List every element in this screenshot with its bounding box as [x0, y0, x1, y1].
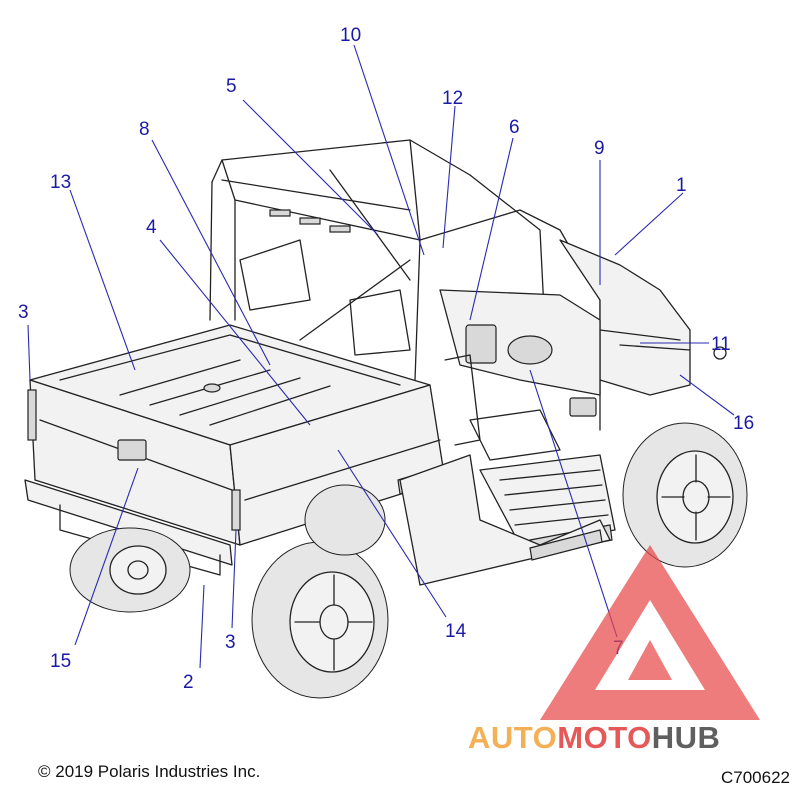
callout-16: 16	[733, 413, 754, 434]
callout-3-bottom: 3	[225, 632, 236, 653]
leader-lines	[27, 44, 735, 669]
callout-11: 11	[711, 334, 731, 355]
callout-15: 15	[50, 651, 71, 672]
callout-4: 4	[146, 217, 157, 238]
callout-5: 5	[226, 76, 237, 97]
watermark-hub: HUB	[652, 720, 721, 755]
callout-13: 13	[50, 172, 71, 193]
watermark-triangle-logo	[540, 545, 760, 720]
watermark-auto: AUTO	[468, 720, 557, 755]
callout-10: 10	[340, 25, 361, 46]
wheel-front-left	[304, 484, 386, 556]
utv-illustration	[24, 139, 748, 699]
automotohub-watermark: AUTOMOTOHUB	[468, 545, 760, 755]
wheel-front-right	[622, 422, 748, 568]
callout-12: 12	[442, 88, 463, 109]
callout-1: 1	[676, 175, 687, 196]
svg-text:AUTOMOTOHUB: AUTOMOTOHUB	[468, 720, 720, 755]
wheel-rear-left	[69, 527, 191, 613]
callout-8: 8	[139, 119, 150, 140]
callout-9: 9	[594, 138, 605, 159]
callout-14: 14	[445, 621, 467, 642]
watermark-moto: MOTO	[557, 720, 651, 755]
copyright-notice: © 2019 Polaris Industries Inc.	[38, 762, 261, 781]
hood-and-dash	[439, 239, 727, 396]
illustration-part-number: C700622	[720, 768, 790, 787]
callout-6: 6	[509, 117, 520, 138]
callout-3-left: 3	[18, 302, 29, 323]
side-panel	[399, 454, 611, 586]
callout-2: 2	[183, 672, 194, 693]
wheel-rear-right	[251, 541, 389, 699]
callout-labels: 1 2 3 3 4 5 6 7 8 9 10 11 12 13 14 15 16	[18, 25, 754, 693]
